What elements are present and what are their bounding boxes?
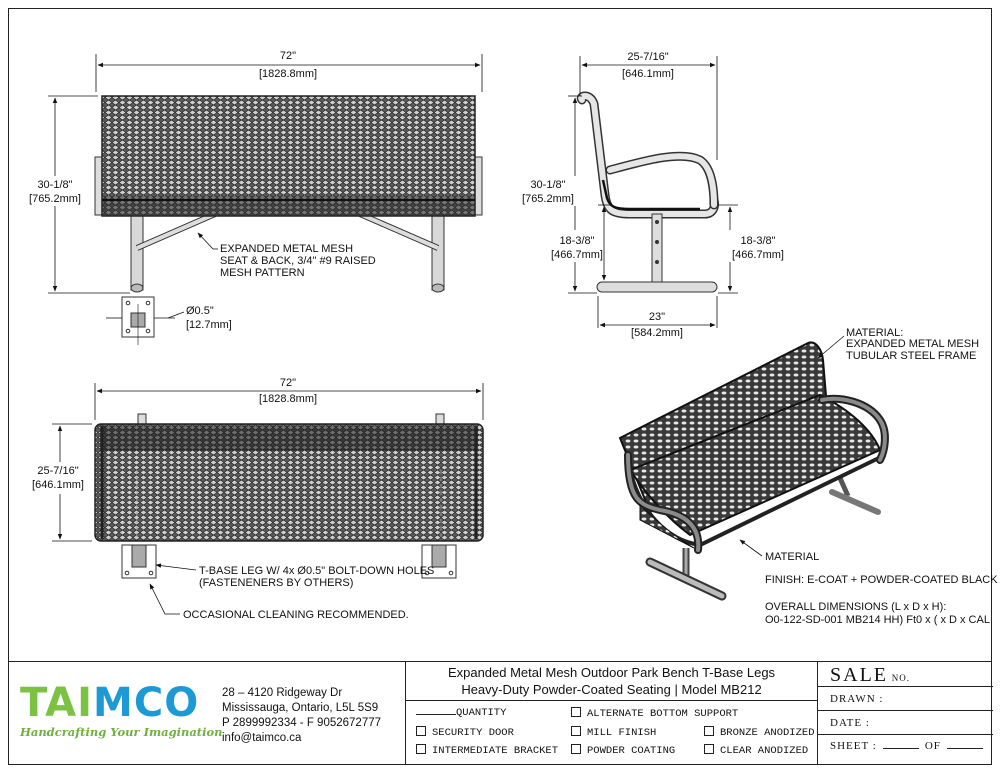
option-powder-coating[interactable]: POWDER COATING	[571, 744, 675, 757]
logo-tagline: Handcrafting Your Imagination	[20, 725, 223, 739]
sheet-row: SHEET :OF	[818, 735, 993, 765]
hole-dim: Ø0.5"	[186, 305, 214, 317]
checkbox-icon[interactable]	[571, 744, 581, 754]
option-mill-finish[interactable]: MILL FINISH	[571, 726, 656, 739]
front-height-dim: 30-1/8"	[37, 179, 72, 191]
option-clear-anodized[interactable]: CLEAR ANODIZED	[704, 744, 808, 757]
mesh-note-line2: SEAT & BACK, 3/4" #9 RAISED	[220, 255, 376, 267]
material-note-line1: MATERIAL:	[846, 327, 903, 339]
address-line1: 28 – 4120 Ridgeway Dr	[222, 687, 343, 699]
seat-height-right-dim-mm: [466.7mm]	[732, 249, 784, 261]
top-view: 72" [1828.8mm] 25-7/16" [646.1mm] T-BASE…	[28, 377, 484, 621]
sale-number-row: SALE NO.	[818, 661, 993, 687]
hole-dim-mm: [12.7mm]	[186, 319, 232, 331]
side-depth-dim-mm: [646.1mm]	[622, 68, 674, 80]
drawing-sheet	[8, 8, 992, 765]
drawn-row: DRAWN :	[818, 687, 993, 711]
option-alternate-bottom[interactable]: ALTERNATE BOTTOM SUPPORT	[571, 707, 738, 720]
phone-fax: P 2899992334 - F 9052672777	[222, 717, 382, 729]
leg-note-line2: (FASTENENERS BY OTHERS)	[199, 577, 353, 589]
sale-info-panel: SALE NO. DRAWN : DATE : SHEET :OF	[817, 661, 993, 765]
seat-height-left-dim-mm: [466.7mm]	[551, 249, 603, 261]
material-label: MATERIAL	[765, 551, 819, 563]
title-line1: Expanded Metal Mesh Outdoor Park Bench T…	[447, 665, 776, 680]
option-bronze-anodized[interactable]: BRONZE ANODIZED	[704, 726, 815, 739]
top-depth-dim-mm: [646.1mm]	[32, 479, 84, 491]
top-depth-dim: 25-7/16"	[37, 465, 78, 477]
side-height-dim: 30-1/8"	[530, 179, 565, 191]
title-block	[8, 661, 992, 766]
base-dim: 23"	[649, 311, 665, 323]
seat-height-right-dim: 18-3/8"	[740, 235, 775, 247]
side-height-dim-mm: [765.2mm]	[522, 193, 574, 205]
front-height-dim-mm: [765.2mm]	[29, 193, 81, 205]
company-address: 28 – 4120 Ridgeway Dr Mississauga, Ontar…	[222, 686, 381, 746]
title-line2: Heavy-Duty Powder-Coated Seating | Model…	[461, 682, 762, 697]
email: info@taimco.ca	[222, 732, 302, 744]
checkbox-icon[interactable]	[704, 744, 714, 754]
checkbox-icon[interactable]	[416, 726, 426, 736]
front-view: 72" [1828.8mm] 30-1/8" [765.2mm] EXPANDE…	[22, 50, 483, 345]
logo-wordmark: TAIMCO	[20, 680, 200, 726]
side-depth-dim: 25-7/16"	[627, 51, 668, 63]
top-width-dim: 72"	[280, 377, 296, 389]
checkbox-icon[interactable]	[704, 726, 714, 736]
date-row: DATE :	[818, 711, 993, 735]
iso-view: MATERIAL: EXPANDED METAL MESH TUBULAR ST…	[618, 327, 998, 626]
option-security-door[interactable]: SECURITY DOOR	[416, 726, 514, 739]
finish-note: FINISH: E-COAT + POWDER-COATED BLACK	[765, 574, 998, 586]
mesh-note-line3: MESH PATTERN	[220, 267, 305, 279]
options-panel: QUANTITY SECURITY DOOR INTERMEDIATE BRAC…	[405, 701, 818, 765]
seat-height-left-dim: 18-3/8"	[559, 235, 594, 247]
mesh-note-line1: EXPANDED METAL MESH	[220, 243, 353, 255]
overall-dims-label: OVERALL DIMENSIONS (L x D x H):	[765, 601, 946, 613]
option-intermediate-bracket[interactable]: INTERMEDIATE BRACKET	[416, 744, 558, 757]
leg-note-line1: T-BASE LEG W/ 4x Ø0.5" BOLT-DOWN HOLES	[199, 565, 434, 577]
company-logo: TAIMCO Handcrafting Your Imagination	[20, 680, 223, 739]
front-width-dim: 72"	[280, 50, 296, 62]
quantity-field[interactable]: QUANTITY	[416, 707, 506, 719]
base-dim-mm: [584.2mm]	[631, 327, 683, 339]
cleaning-note: OCCASIONAL CLEANING RECOMMENDED.	[183, 609, 409, 621]
checkbox-icon[interactable]	[571, 707, 581, 717]
overall-dims-value: O0-122-SD-001 MB214 HH) Ft0 x ( x D x CA…	[765, 614, 990, 626]
material-note-line3: TUBULAR STEEL FRAME	[846, 350, 976, 362]
material-note-line2: EXPANDED METAL MESH	[846, 338, 979, 350]
top-width-dim-mm: [1828.8mm]	[259, 393, 317, 405]
side-view: 25-7/16" [646.1mm] 30-1/8" [765.2mm] 18-…	[518, 51, 785, 339]
checkbox-icon[interactable]	[416, 744, 426, 754]
checkbox-icon[interactable]	[571, 726, 581, 736]
address-line2: Mississauga, Ontario, L5L 5S9	[222, 702, 379, 714]
drawing-title: Expanded Metal Mesh Outdoor Park Bench T…	[405, 661, 817, 701]
front-width-dim-mm: [1828.8mm]	[259, 68, 317, 80]
